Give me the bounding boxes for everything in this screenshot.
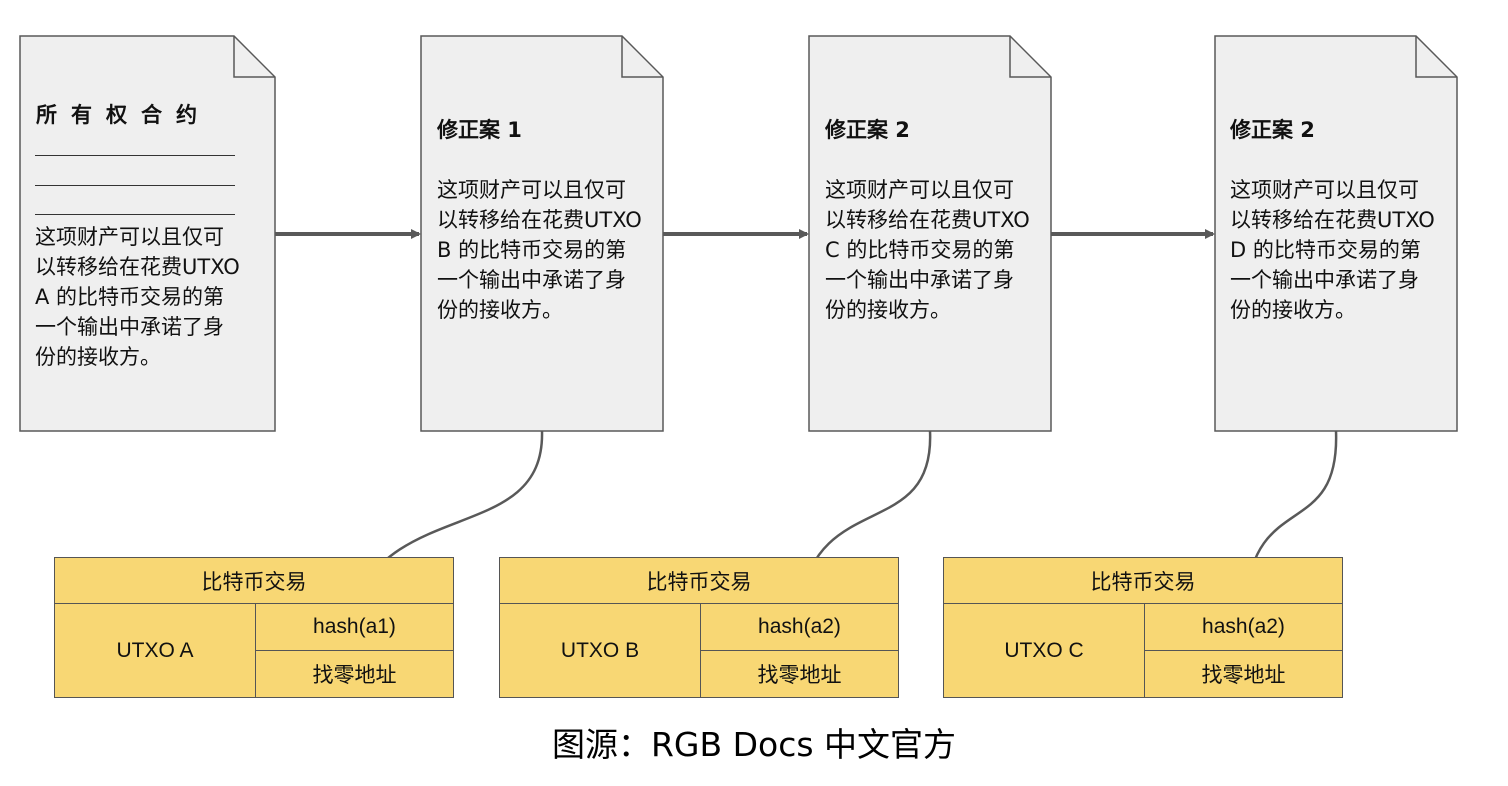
utxo-cell: UTXO A (54, 603, 256, 698)
amendment-document-2 (808, 35, 1052, 432)
amendment-2-body: 这项财产可以且仅可以转移给在花费UTXO C 的比特币交易的第一个输出中承诺了身… (825, 178, 1030, 322)
transaction-header: 比特币交易 (499, 557, 899, 604)
contract-rule-1 (35, 155, 235, 156)
transaction-table-a: 比特币交易 UTXO A hash(a1) 找零地址 (54, 557, 454, 698)
contract-title: 所有权合约 (36, 103, 211, 127)
contract-rule-2 (35, 185, 235, 186)
change-address-cell: 找零地址 (700, 650, 899, 698)
utxo-cell: UTXO C (943, 603, 1145, 698)
utxo-cell: UTXO B (499, 603, 701, 698)
output-hash-cell: hash(a2) (1144, 603, 1343, 651)
output-hash-cell: hash(a1) (255, 603, 454, 651)
contract-text-block: 所有权合约 (36, 100, 241, 130)
amendment-3-text-block: 修正案 2 这项财产可以且仅可以转移给在花费UTXO D 的比特币交易的第一个输… (1230, 115, 1435, 325)
fold-corner (233, 36, 275, 78)
amendment-3-title: 修正案 2 (1230, 118, 1315, 142)
change-address-cell: 找零地址 (1144, 650, 1343, 698)
transaction-header: 比特币交易 (54, 557, 454, 604)
contract-document (19, 35, 276, 432)
amendment-3-body: 这项财产可以且仅可以转移给在花费UTXO D 的比特币交易的第一个输出中承诺了身… (1230, 178, 1435, 322)
amendment-2-title: 修正案 2 (825, 118, 910, 142)
amendment-1-text-block: 修正案 1 这项财产可以且仅可以转移给在花费UTXO B 的比特币交易的第一个输… (437, 115, 642, 325)
change-address-cell: 找零地址 (255, 650, 454, 698)
transaction-header: 比特币交易 (943, 557, 1343, 604)
contract-rule-3 (35, 214, 235, 215)
transaction-table-c: 比特币交易 UTXO C hash(a2) 找零地址 (943, 557, 1343, 698)
fold-corner (621, 36, 663, 78)
amendment-1-title: 修正案 1 (437, 118, 522, 142)
fold-corner (1009, 36, 1051, 78)
amendment-2-text-block: 修正案 2 这项财产可以且仅可以转移给在花费UTXO C 的比特币交易的第一个输… (825, 115, 1030, 325)
amendment-1-body: 这项财产可以且仅可以转移给在花费UTXO B 的比特币交易的第一个输出中承诺了身… (437, 178, 642, 322)
amendment-document-3 (1214, 35, 1458, 432)
amendment-document-1 (420, 35, 664, 432)
contract-body: 这项财产可以且仅可以转移给在花费UTXO A 的比特币交易的第一个输出中承诺了身… (35, 225, 240, 369)
output-hash-cell: hash(a2) (700, 603, 899, 651)
figure-caption: 图源：RGB Docs 中文官方 (551, 725, 957, 764)
transaction-table-b: 比特币交易 UTXO B hash(a2) 找零地址 (499, 557, 899, 698)
fold-corner (1415, 36, 1457, 78)
